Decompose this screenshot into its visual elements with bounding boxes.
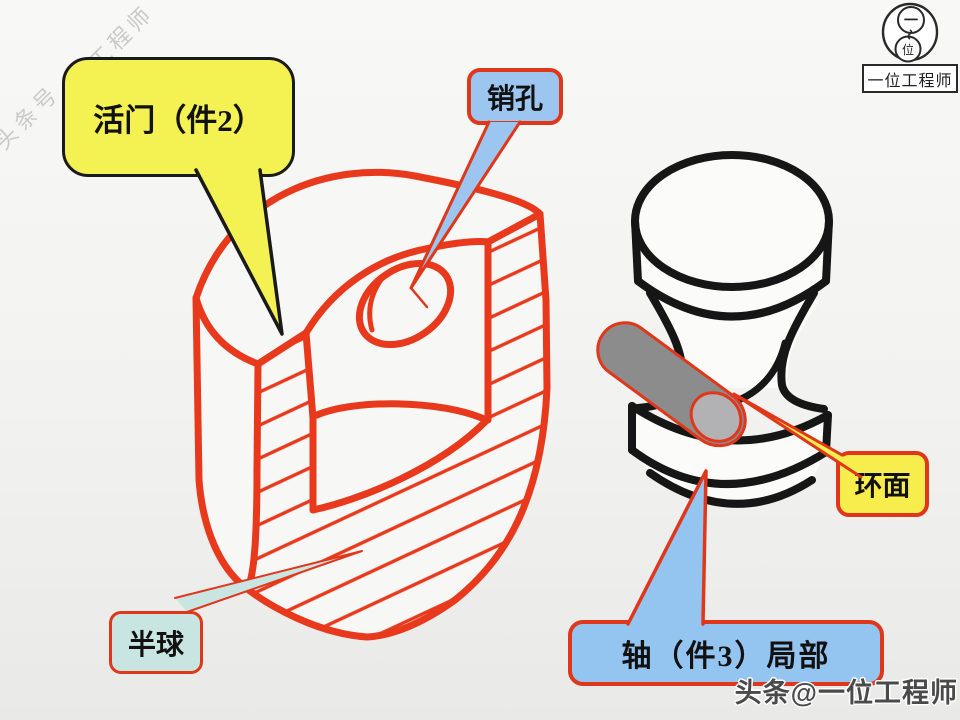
shaft-callout-label: 轴（件3）局部 xyxy=(621,640,831,673)
shaft-cylinder-left-edge xyxy=(631,217,642,285)
shaft-collar-bottom-arc xyxy=(628,446,830,488)
shaft-cylinder-right-edge xyxy=(822,217,833,285)
valve-wall-top-edge xyxy=(254,329,310,368)
logo-seal: 一 位 xyxy=(881,2,939,63)
shaft-callout-tail xyxy=(626,469,708,626)
valve-section-hatch xyxy=(248,214,547,637)
hemisphere-callout-leader xyxy=(174,550,363,613)
valve-cut-top-edge xyxy=(484,210,544,246)
pin-body xyxy=(596,321,747,448)
valve-bore-bottom-arc xyxy=(313,400,488,423)
valve-callout-tail xyxy=(194,168,284,336)
hemisphere-callout-label: 半球 xyxy=(127,629,184,661)
pin-drawing xyxy=(596,321,747,448)
pinhole-callout-tail xyxy=(409,120,522,290)
valve-wall-left-edge xyxy=(244,360,262,592)
shaft-base-bottom-arc xyxy=(646,469,816,508)
valve-front-rim-arc xyxy=(192,294,262,368)
shaft-neck-left xyxy=(634,289,687,412)
shaft-top-ellipse xyxy=(631,151,833,291)
shaft-torus-inner-arc xyxy=(737,339,789,403)
logo-title-box: 一位工程师 xyxy=(862,64,958,93)
shaft-collar-top-arc xyxy=(628,402,832,445)
pin-end-face xyxy=(689,391,743,443)
engineer-logo: 一 位 一位工程师 xyxy=(852,0,960,96)
shaft-collar-right-edge xyxy=(822,411,832,456)
valve-inner-rim-arc xyxy=(302,238,493,337)
valve-wall-right-edge xyxy=(302,329,317,514)
shaft-callout: 轴（件3）局部 xyxy=(568,620,884,686)
torus-callout: 环面 xyxy=(836,451,929,517)
watermark-text-lower: 头条号 xyxy=(0,79,66,155)
shaft-drawing xyxy=(628,151,833,508)
logo-title: 一位工程师 xyxy=(867,72,953,90)
valve-pin-hole xyxy=(355,259,455,349)
logo-seal-bottom-char: 位 xyxy=(902,42,914,57)
valve-drawing xyxy=(192,168,551,641)
logo-squiggle xyxy=(907,29,913,40)
footer-credit: 头条@一位工程师 xyxy=(734,678,958,708)
valve-pin-hole-depth-arc xyxy=(367,274,386,333)
hemisphere-callout: 半球 xyxy=(109,611,203,674)
logo-seal-top-char: 一 xyxy=(904,12,918,28)
torus-callout-label: 环面 xyxy=(854,471,911,502)
valve-callout-label: 活门（件2） xyxy=(93,102,264,138)
shaft-neck-right xyxy=(777,289,828,413)
pinhole-callout: 销孔 xyxy=(467,68,563,125)
valve-hemisphere-inner-edge xyxy=(309,416,491,514)
pinhole-callout-label: 销孔 xyxy=(486,83,543,115)
pinhole-leader-line xyxy=(409,286,429,309)
valve-callout: 活门（件2） xyxy=(62,57,295,177)
shaft-cylinder-bottom-arc xyxy=(634,277,830,321)
valve-outer-silhouette xyxy=(192,168,551,641)
